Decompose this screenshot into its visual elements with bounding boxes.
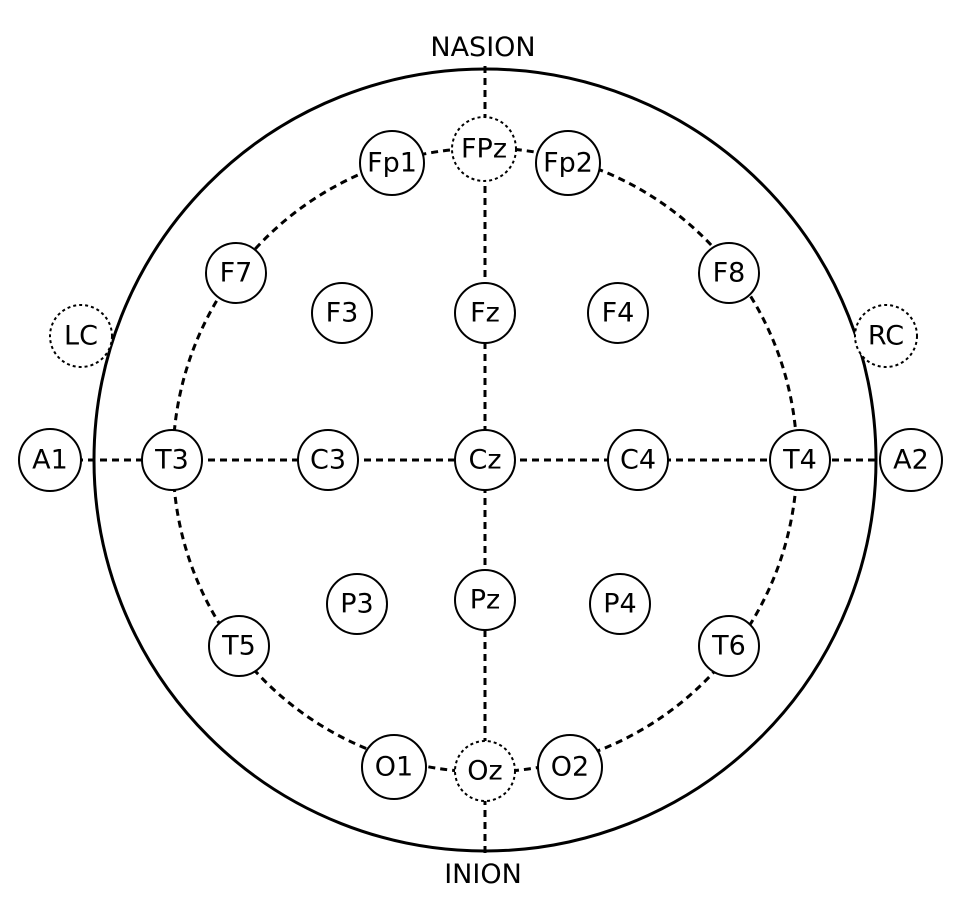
electrode-p4: P4 — [589, 573, 651, 635]
electrode-label: O1 — [375, 752, 413, 783]
electrode-label: C4 — [620, 445, 656, 476]
electrode-fz: Fz — [454, 282, 516, 344]
electrode-label: F7 — [220, 258, 253, 289]
electrode-label: O2 — [551, 752, 589, 783]
electrode-label: Fz — [470, 298, 500, 329]
electrode-label: F4 — [602, 298, 635, 329]
electrode-t4: T4 — [769, 429, 831, 491]
electrode-rc: RC — [854, 304, 918, 368]
electrode-label: RC — [868, 321, 904, 352]
electrode-pz: Pz — [454, 569, 516, 631]
electrodes: Fp1 FPz Fp2 F7 F8 F3 Fz F4 — [18, 116, 943, 802]
inion-label: INION — [444, 859, 522, 890]
electrode-t5: T5 — [208, 615, 270, 677]
electrode-label: T5 — [221, 631, 256, 662]
electrode-c4: C4 — [607, 429, 669, 491]
electrode-label: Oz — [467, 756, 502, 787]
electrode-label: P3 — [340, 589, 373, 620]
electrode-o1: O1 — [361, 734, 427, 800]
electrode-f8: F8 — [698, 242, 760, 304]
electrode-label: A1 — [32, 445, 68, 476]
electrode-label: LC — [64, 321, 98, 352]
electrode-lc: LC — [49, 304, 113, 368]
electrode-f7: F7 — [205, 242, 267, 304]
electrode-label: F3 — [326, 298, 359, 329]
electrode-a1: A1 — [18, 428, 82, 492]
electrode-label: T3 — [154, 445, 189, 476]
electrode-f4: F4 — [587, 282, 649, 344]
electrode-label: Cz — [468, 445, 501, 476]
electrode-label: C3 — [310, 445, 346, 476]
electrode-label: FPz — [461, 134, 507, 165]
electrode-f3: F3 — [311, 282, 373, 344]
electrode-p3: P3 — [326, 573, 388, 635]
electrode-fp1: Fp1 — [359, 130, 425, 196]
electrode-a2: A2 — [879, 428, 943, 492]
electrode-t3: T3 — [141, 429, 203, 491]
electrode-label: Fp2 — [543, 148, 593, 179]
electrode-label: A2 — [893, 445, 929, 476]
electrode-label: T4 — [782, 445, 817, 476]
electrode-label: P4 — [603, 589, 636, 620]
electrode-t6: T6 — [698, 615, 760, 677]
electrode-o2: O2 — [537, 734, 603, 800]
nasion-label: NASION — [430, 32, 535, 63]
electrode-fp2: Fp2 — [535, 130, 601, 196]
electrode-cz: Cz — [454, 429, 516, 491]
electrode-fpz: FPz — [451, 116, 517, 182]
electrode-label: Fp1 — [367, 148, 417, 179]
electrode-label: Pz — [470, 585, 500, 616]
electrode-label: T6 — [711, 631, 746, 662]
electrode-c3: C3 — [297, 429, 359, 491]
electrode-oz: Oz — [454, 740, 516, 802]
electrode-label: F8 — [713, 258, 746, 289]
